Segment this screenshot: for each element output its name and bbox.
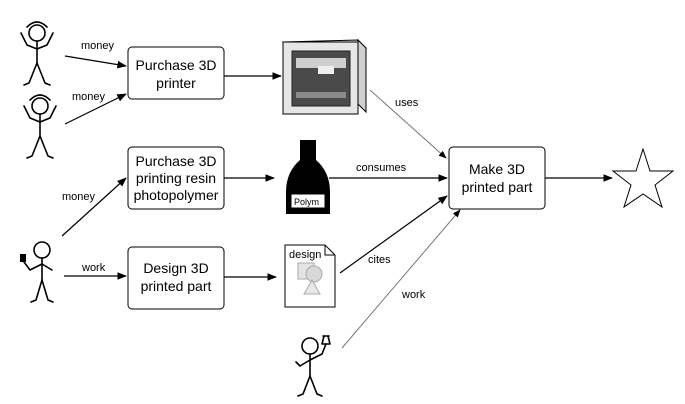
- box-purchase-printer-line1: Purchase 3D: [136, 57, 217, 73]
- star-icon: [611, 147, 675, 209]
- box-design-part-line1: Design 3D: [143, 260, 208, 276]
- edge-work-bottom-label: work: [401, 289, 426, 301]
- edge-uses: uses: [369, 89, 447, 159]
- edge-money-middle-label: money: [72, 91, 106, 103]
- edge-money-left-label: money: [62, 191, 96, 203]
- 3d-printer-icon: [281, 38, 368, 115]
- actor-left-figure: [20, 241, 54, 303]
- box-make-part-line2: printed part: [462, 179, 533, 195]
- edge-uses-label: uses: [395, 97, 419, 109]
- edge-cites: cites: [339, 195, 448, 274]
- actor-bottom-figure: [295, 335, 331, 397]
- edge-cites-label: cites: [368, 254, 391, 266]
- document-label: design: [289, 249, 321, 261]
- box-purchase-printer-line2: printer: [156, 75, 196, 91]
- edge-money-top-label: money: [81, 40, 115, 52]
- edge-consumes: consumes: [329, 162, 448, 182]
- bottle-label: Polym: [294, 197, 319, 207]
- box-purchase-resin-line1: Purchase 3D: [136, 153, 217, 169]
- edge-work-left-label: work: [81, 262, 106, 274]
- edge-money-top: money: [64, 40, 127, 69]
- edge-consumes-label: consumes: [356, 162, 407, 174]
- edge-work-left: work: [64, 262, 127, 280]
- box-purchase-resin-line2: printing resin: [136, 170, 216, 186]
- actor-middle-figure: [23, 94, 57, 159]
- box-make-part: Make 3D printed part: [448, 146, 546, 210]
- resin-bottle-icon: Polym: [286, 140, 330, 214]
- design-document-icon: design: [284, 244, 336, 308]
- box-purchase-resin: Purchase 3D printing resin photopolymer: [127, 146, 225, 210]
- actor-top-figure: [20, 21, 54, 86]
- edge-money-middle: money: [64, 91, 127, 125]
- edge-money-left: money: [61, 177, 127, 237]
- box-purchase-resin-line3: photopolymer: [134, 187, 219, 203]
- box-make-part-line1: Make 3D: [469, 161, 525, 177]
- box-design-part: Design 3D printed part: [127, 246, 225, 310]
- edge-work-bottom: work: [341, 209, 461, 349]
- box-design-part-line2: printed part: [141, 278, 212, 294]
- box-purchase-printer: Purchase 3D printer: [127, 46, 225, 100]
